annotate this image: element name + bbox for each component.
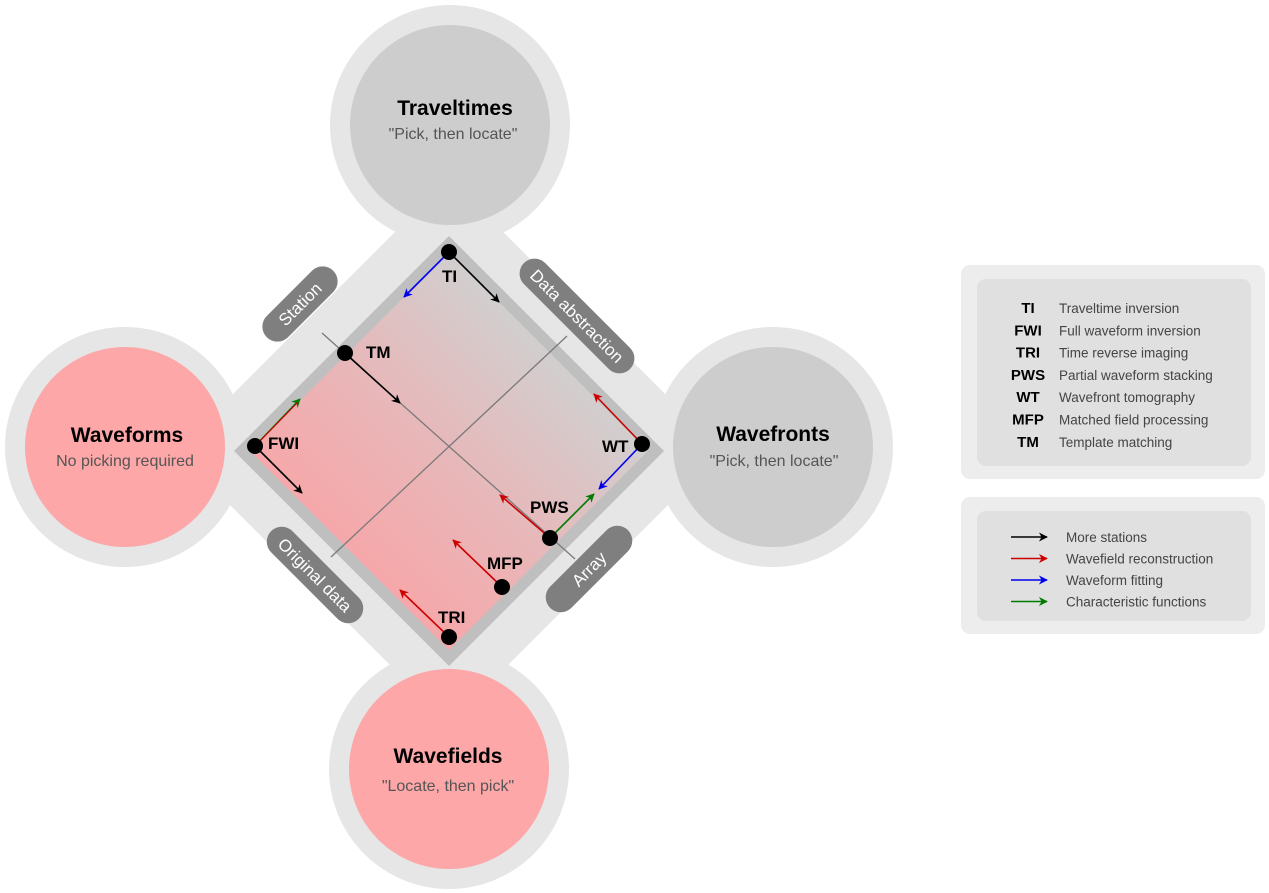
- waveforms-title: Waveforms: [71, 424, 183, 447]
- ti-waveform-fitting-arrow: [403, 251, 450, 298]
- waveforms-subtitle: No picking required: [56, 453, 194, 470]
- pws-dot: [542, 530, 558, 546]
- ti-more-stations-arrow: [448, 251, 500, 303]
- wavefronts-node: [673, 347, 873, 547]
- legend-arrow-label: Wavefield reconstruction: [1066, 552, 1213, 567]
- fwi-label: FWI: [268, 434, 299, 453]
- mfp-wavefield-arrow: [452, 539, 503, 588]
- waveforms-node: [25, 347, 225, 547]
- legend-abbr-description: Wavefront tomography: [1059, 390, 1195, 405]
- pws-wavefield-arrow: [499, 494, 551, 539]
- pws-characteristic-arrow: [549, 493, 595, 539]
- legend-abbr-description: Partial waveform stacking: [1059, 368, 1213, 383]
- legend-abbr: FWI: [1014, 322, 1042, 339]
- wt-waveform-fitting-arrow: [598, 443, 643, 490]
- traveltimes-title: Traveltimes: [397, 97, 513, 120]
- legend-abbr: TM: [1017, 434, 1039, 451]
- tm-more-stations-arrow: [344, 352, 401, 404]
- mfp-dot: [494, 579, 510, 595]
- wavefields-node: [349, 669, 549, 869]
- wt-label: WT: [602, 437, 629, 456]
- pws-label: PWS: [530, 498, 569, 517]
- fwi-wavefield-arrow: [253, 401, 299, 448]
- traveltimes-node: [350, 25, 550, 225]
- legend-arrow-label: More stations: [1066, 530, 1147, 545]
- tri-dot: [441, 629, 457, 645]
- tri-label: TRI: [438, 608, 465, 627]
- legend-abbr: PWS: [1011, 367, 1045, 384]
- wt-dot: [634, 436, 650, 452]
- tm-label: TM: [366, 343, 391, 362]
- tri-wavefield-arrow: [399, 589, 450, 638]
- legend-abbr-description: Template matching: [1059, 435, 1172, 450]
- fwi-more-stations-arrow: [254, 445, 303, 494]
- legend-arrow-label: Characteristic functions: [1066, 595, 1207, 610]
- legend-abbr-description: Matched field processing: [1059, 413, 1208, 428]
- original-abstraction-axis: [330, 335, 568, 558]
- tm-dot: [337, 345, 353, 361]
- wavefields-title: Wavefields: [394, 745, 503, 768]
- wt-wavefield-arrow: [593, 393, 643, 445]
- legend-abbr: TRI: [1016, 345, 1040, 362]
- wavefronts-title: Wavefronts: [716, 423, 830, 446]
- legend-abbr-description: Traveltime inversion: [1059, 301, 1179, 316]
- legend-abbr: WT: [1016, 389, 1039, 406]
- legend-abbr: MFP: [1012, 412, 1044, 429]
- mfp-label: MFP: [487, 554, 523, 573]
- legend-abbr-description: Time reverse imaging: [1059, 346, 1188, 361]
- legend-arrow-label: Waveform fitting: [1066, 573, 1163, 588]
- wavefronts-subtitle: "Pick, then locate": [710, 453, 839, 470]
- legend-abbr-description: Full waveform inversion: [1059, 323, 1201, 338]
- fwi-dot: [247, 438, 263, 454]
- ti-label: TI: [442, 267, 457, 286]
- wavefields-subtitle: "Locate, then pick": [382, 778, 514, 795]
- traveltimes-subtitle: "Pick, then locate": [389, 126, 518, 143]
- ti-dot: [441, 244, 457, 260]
- legend-abbr: TI: [1021, 300, 1034, 317]
